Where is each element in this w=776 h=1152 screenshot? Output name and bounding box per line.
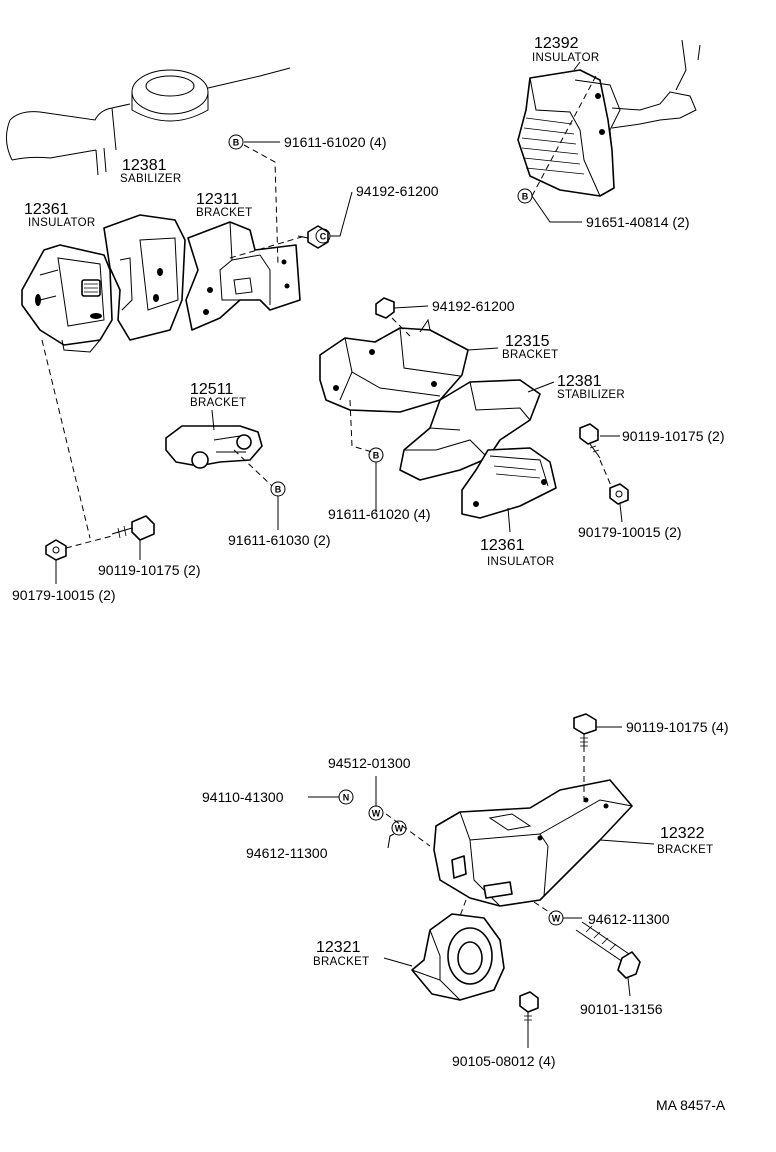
svg-text:BRACKET: BRACKET <box>313 956 369 968</box>
assembly-lines-top-left <box>41 144 306 539</box>
symbol-b-4: B <box>270 481 286 497</box>
insulator-12361-left-drawing <box>21 244 113 353</box>
bracket-12322-drawing <box>433 779 633 907</box>
svg-text:BRACKET: BRACKET <box>190 397 246 409</box>
nut-90179-10015-right-middle <box>609 483 629 505</box>
fastener-90105-08012: 90105-08012 (4) <box>452 1053 556 1069</box>
svg-text:N: N <box>343 793 350 803</box>
fastener-91611-61030: 91611-61030 (2) <box>228 532 330 548</box>
svg-text:12361: 12361 <box>480 537 525 554</box>
callout-12311: 12311 BRACKET <box>196 191 252 219</box>
callout-12321: 12321 BRACKET <box>313 939 369 968</box>
symbol-b-1: B <box>228 134 244 150</box>
bolt-90119-10175-left <box>111 515 155 541</box>
callout-12322: 12322 BRACKET <box>657 825 713 856</box>
symbol-b-2: B <box>517 188 533 204</box>
assembly-lines-middle <box>349 399 613 489</box>
fastener-94110-41300: 94110-41300 <box>202 789 284 805</box>
svg-text:W: W <box>552 914 561 924</box>
fastener-94612-11300-left: 94612-11300 <box>246 845 328 861</box>
fastener-94612-11300-right: 94612-11300 <box>588 911 670 927</box>
flange-bolt-94192-61200-middle <box>375 297 411 337</box>
svg-text:BRACKET: BRACKET <box>502 349 558 361</box>
svg-text:B: B <box>373 451 380 461</box>
svg-text:12511: 12511 <box>190 381 233 398</box>
callout-12392: 12392 INSULATOR <box>532 35 599 64</box>
fastener-90119-10175-bottom: 90119-10175 (4) <box>626 719 728 735</box>
svg-text:INSULATOR: INSULATOR <box>28 217 95 229</box>
callout-12361-left: 12361 INSULATOR <box>24 201 95 229</box>
bolt-90101-13156 <box>575 921 641 979</box>
bracket-12321-drawing <box>411 899 505 1001</box>
insulator-12361-right-drawing <box>461 447 557 519</box>
svg-text:B: B <box>275 485 282 495</box>
callout-12381-left: 12381 SABILIZER <box>120 157 182 185</box>
fastener-94192-61200-top: 94192-61200 <box>356 183 439 199</box>
fastener-90119-10175-left: 90119-10175 (2) <box>98 562 200 578</box>
fastener-91611-61020-top: 91611-61020 (4) <box>284 134 386 150</box>
bracket-12311-drawing <box>185 221 301 331</box>
assembly-lines-12392 <box>531 71 599 197</box>
stabilizer-12381-left-drawing <box>103 214 186 341</box>
fastener-90179-10015-right: 90179-10015 (2) <box>578 524 682 540</box>
svg-text:C: C <box>320 232 327 242</box>
bolt-90105-08012 <box>519 991 539 1028</box>
svg-text:12311: 12311 <box>196 191 239 208</box>
svg-text:12361: 12361 <box>24 201 69 218</box>
svg-text:12381: 12381 <box>122 157 167 174</box>
symbol-b-3: B <box>368 447 384 463</box>
fastener-94192-61200-middle: 94192-61200 <box>432 298 515 314</box>
svg-text:INSULATOR: INSULATOR <box>532 52 599 64</box>
bolt-90119-10175-right-middle <box>579 423 601 459</box>
svg-text:12381: 12381 <box>557 373 602 390</box>
leader-lines <box>55 61 655 1048</box>
callout-12511: 12511 BRACKET <box>190 381 246 409</box>
symbol-w-1: W <box>368 805 384 821</box>
bolt-90119-10175-bottom <box>573 713 597 806</box>
callout-12381-right: 12381 STABILIZER <box>557 373 625 401</box>
svg-text:12392: 12392 <box>534 35 579 52</box>
symbol-n-1: N <box>338 789 354 805</box>
assembly-lines-bottom <box>385 813 553 915</box>
fastener-90119-10175-right-middle: 90119-10175 (2) <box>622 428 724 444</box>
svg-text:SABILIZER: SABILIZER <box>120 173 182 185</box>
symbol-w-3: W <box>548 910 564 926</box>
fastener-90179-10015-left: 90179-10015 (2) <box>12 587 116 603</box>
symbol-w-2: W <box>391 820 407 836</box>
svg-text:12321: 12321 <box>316 939 361 956</box>
svg-text:BRACKET: BRACKET <box>196 207 252 219</box>
fastener-91611-61020-middle: 91611-61020 (4) <box>328 506 430 522</box>
bracket-12511-drawing <box>165 425 273 487</box>
fastener-90101-13156: 90101-13156 <box>580 1001 663 1017</box>
svg-text:B: B <box>522 192 529 202</box>
svg-text:12322: 12322 <box>660 825 705 842</box>
svg-text:STABILIZER: STABILIZER <box>557 389 625 401</box>
svg-text:W: W <box>395 824 404 834</box>
svg-text:W: W <box>372 809 381 819</box>
fastener-91651-40814: 91651-40814 (2) <box>586 214 690 230</box>
diagram-reference-code: MA 8457-A <box>656 1097 726 1113</box>
nut-90179-10015-left <box>45 535 113 561</box>
exhaust-pipe-outline <box>6 67 291 176</box>
svg-text:12315: 12315 <box>505 333 550 350</box>
callout-12315: 12315 BRACKET <box>502 333 558 361</box>
svg-text:INSULATOR: INSULATOR <box>487 556 554 568</box>
callout-12361-right: 12361 INSULATOR <box>480 537 554 568</box>
svg-text:B: B <box>233 138 240 148</box>
svg-text:BRACKET: BRACKET <box>657 844 713 856</box>
bracket-12315-drawing <box>319 318 469 413</box>
fastener-94512-01300: 94512-01300 <box>328 755 411 771</box>
